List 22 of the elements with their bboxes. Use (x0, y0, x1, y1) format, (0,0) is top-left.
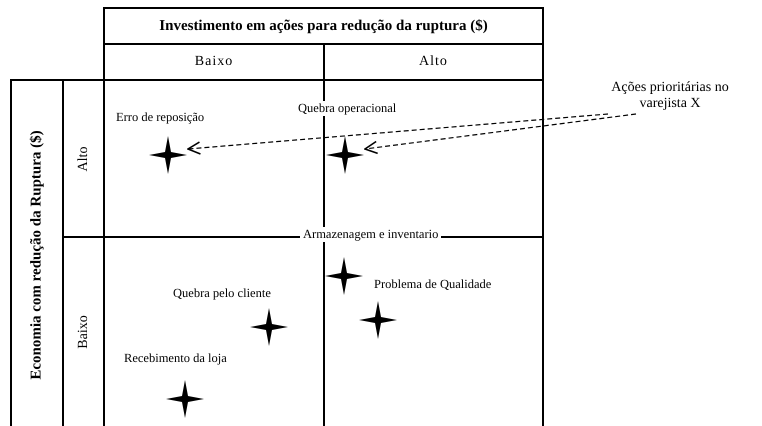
header-cell (323, 43, 544, 81)
header-cell (103, 7, 544, 45)
item-label: Armazenagem e inventario (300, 227, 442, 242)
axis-title: Investimento em ações para redução da ruptura ($) (159, 18, 488, 34)
star-icon (325, 135, 365, 175)
dashed-arrow (187, 113, 608, 155)
row-header: Baixo (76, 315, 92, 349)
column-header: Alto (419, 54, 448, 70)
axis-cell (10, 79, 64, 426)
callout-text: Ações prioritárias no varejista X (610, 80, 730, 112)
star-icon (358, 300, 398, 340)
column-header: Baixo (194, 54, 234, 70)
axis-title: Economia com redução da Ruptura ($) (28, 130, 46, 380)
row-header: Alto (76, 146, 92, 171)
item-label: Recebimento da loja (121, 351, 230, 366)
header-cell (103, 43, 325, 81)
star-icon (148, 135, 188, 175)
dashed-arrow (364, 113, 636, 154)
star-icon (165, 379, 205, 419)
star-icon (249, 307, 289, 347)
header-cell (62, 79, 105, 238)
star-icon (324, 256, 364, 296)
